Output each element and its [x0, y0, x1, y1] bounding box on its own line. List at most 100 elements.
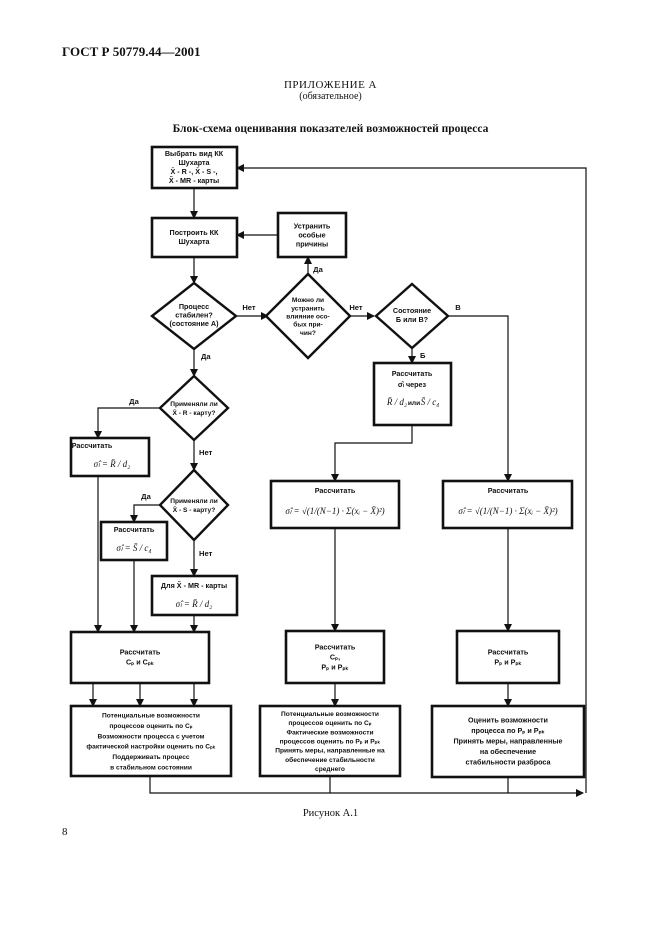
outcome-right-text: процесса по Pₚ и Pₚₖ: [471, 726, 544, 735]
outcome-left-text: в стабильном состоянии: [110, 764, 192, 772]
choose-chart-box: [150, 145, 239, 190]
label-remove-no: Нет: [349, 303, 363, 312]
calc-sum-left-formula: σ̂ₗ = √(1/(N−1) · Σ(xᵢ − X̄)²): [285, 506, 384, 516]
label-state-v: В: [455, 303, 461, 312]
calc-sum-left-label: Рассчитать: [315, 486, 356, 495]
figure-title: Блок-схема оценивания показателей возмож…: [172, 123, 489, 135]
calc-r-label: Рассчитать: [72, 441, 113, 450]
build-chart-text: Построить КК: [170, 228, 220, 237]
outcome-left-text: фактической настройки оценить по Cₚₖ: [86, 743, 215, 751]
build-chart-text: Шухарта: [178, 237, 210, 246]
label-stable-yes: Да: [201, 352, 211, 361]
calc-b-formula-sc4: S̄ / c₄: [421, 397, 440, 407]
arrow-feedback-loop: [236, 164, 587, 793]
outcome-left-box: [69, 704, 233, 778]
stable-decision: [150, 281, 238, 351]
calc-s-formula: σ̂ₗ = S̄ / c₄: [116, 543, 151, 553]
label-state-b: Б: [420, 351, 426, 360]
label-xs-no: Нет: [199, 549, 213, 558]
stable-question: стабилен?: [175, 311, 213, 320]
outcome-right-text: стабильности разброса: [465, 757, 551, 766]
label-xr-yes: Да: [129, 397, 139, 406]
arrow-xs-yes: [130, 504, 160, 523]
calc-cp-text: Рассчитать: [120, 648, 161, 657]
calc-sum-right-box: [441, 479, 574, 530]
arrow-bottom-bus: [149, 776, 584, 797]
calc-cp-mid-text: Рассчитать: [315, 643, 356, 652]
appendix-heading: ПРИЛОЖЕНИЕ А: [283, 79, 377, 91]
xs-question: Применяли ли: [170, 498, 218, 505]
connector-lines: [89, 164, 587, 797]
calc-cp-right-text: Pₚ и Pₚₖ: [494, 658, 521, 667]
xs-decision: [158, 468, 230, 542]
can-remove-question: устранить: [291, 305, 324, 312]
calc-r-box: [69, 436, 151, 478]
eliminate-causes-text: особые: [298, 231, 325, 240]
calc-sum-right-formula: σ̂ₗ = √(1/(N−1) · Σ(xᵢ − X̄)²): [458, 506, 557, 516]
calc-cp-right-box: [455, 629, 561, 685]
choose-chart-text: X̃ - MR - карты: [169, 176, 219, 185]
outcome-mid-text: Потенциальные возможности: [281, 711, 379, 718]
calc-b-box: [372, 361, 453, 427]
xs-question: X̄ - S - карту?: [173, 505, 216, 514]
outcome-right-text: Оценить возможности: [468, 716, 548, 725]
calc-mr-box: [150, 574, 239, 617]
outcome-mid-text: Принять меры, направленные на: [275, 748, 385, 755]
appendix-note: (обязательное): [299, 91, 362, 102]
stable-question: (состояние А): [170, 319, 220, 328]
arrow-xr-yes: [94, 407, 160, 439]
can-remove-question: Можно ли: [292, 297, 324, 304]
choose-chart-text: Шухарта: [178, 158, 210, 167]
calc-sum-left-box: [269, 479, 401, 530]
state-question: Состояние: [393, 306, 431, 315]
eliminate-causes-text: Устранить: [294, 222, 331, 231]
calc-b-or: или: [408, 400, 420, 407]
outcome-mid-text: процессов оценить по Pₚ и Pₚₖ: [280, 739, 381, 746]
can-remove-question: влияние осо-: [286, 314, 329, 321]
choose-chart-text: Выбрать вид КК: [165, 149, 224, 158]
calc-s-box: [99, 520, 169, 562]
eliminate-causes-text: причины: [296, 240, 328, 249]
page-number: 8: [62, 826, 68, 838]
calc-cp-right-text: Рассчитать: [488, 648, 529, 657]
xr-decision: [158, 374, 230, 442]
stable-question: Процесс: [179, 302, 209, 311]
state-question: Б или В?: [396, 315, 428, 324]
outcome-right-text: Принять меры, направленные: [454, 737, 563, 746]
calc-sum-right-label: Рассчитать: [488, 486, 529, 495]
xr-question: X̄ - R - карту?: [173, 408, 216, 417]
arrow-b-to-sum: [331, 425, 413, 482]
calc-b-label: Рассчитать: [392, 369, 433, 378]
label-remove-yes: Да: [313, 265, 323, 274]
calc-b-label: σ̂ₗ через: [398, 380, 427, 389]
calc-mr-formula: σ̂ₗ = R̄ / d₂: [176, 599, 213, 609]
figure-caption: Рисунок А.1: [302, 808, 359, 819]
outcome-mid-box: [258, 704, 402, 778]
standard-number: ГОСТ Р 50779.44—2001: [62, 44, 201, 59]
calc-cp-mid-text: Pₚ и Pₚₖ: [321, 663, 348, 672]
calc-cp-mid-box: [284, 629, 386, 685]
label-stable-no: Нет: [242, 303, 256, 312]
choose-chart-text: X̄ - R -, X̄ - S -,: [170, 167, 217, 176]
build-chart-box: [150, 216, 239, 259]
calc-cp-text: Cₚ и Cₚₖ: [126, 658, 154, 667]
calc-r-formula: σ̂ₗ = R̄ / d₂: [94, 459, 131, 469]
calc-s-label: Рассчитать: [114, 525, 155, 534]
outcome-left-text: Возможности процесса с учетом: [97, 733, 204, 740]
calc-cp-mid-text: Cₚ,: [330, 653, 340, 662]
can-remove-decision: [264, 272, 352, 360]
outcome-left-text: Потенциальные возможности: [102, 713, 200, 720]
calc-mr-label: Для X̃ - MR - карты: [161, 581, 227, 590]
state-decision: [374, 282, 450, 350]
calc-b-formula-rd2: R̄ / d₂: [386, 397, 407, 407]
outcome-right-text: на обеспечение: [480, 747, 536, 756]
label-xr-no: Нет: [199, 448, 213, 457]
outcome-left-text: Поддерживать процесс: [112, 754, 189, 761]
outcome-left-text: процессов оценить по Cₚ: [109, 723, 192, 730]
can-remove-question: бых при-: [293, 321, 322, 329]
outcome-mid-text: обеспечение стабильности: [285, 756, 375, 764]
outcome-mid-text: процессов оценить по Cₚ: [288, 720, 371, 727]
can-remove-question: чин?: [300, 330, 316, 337]
